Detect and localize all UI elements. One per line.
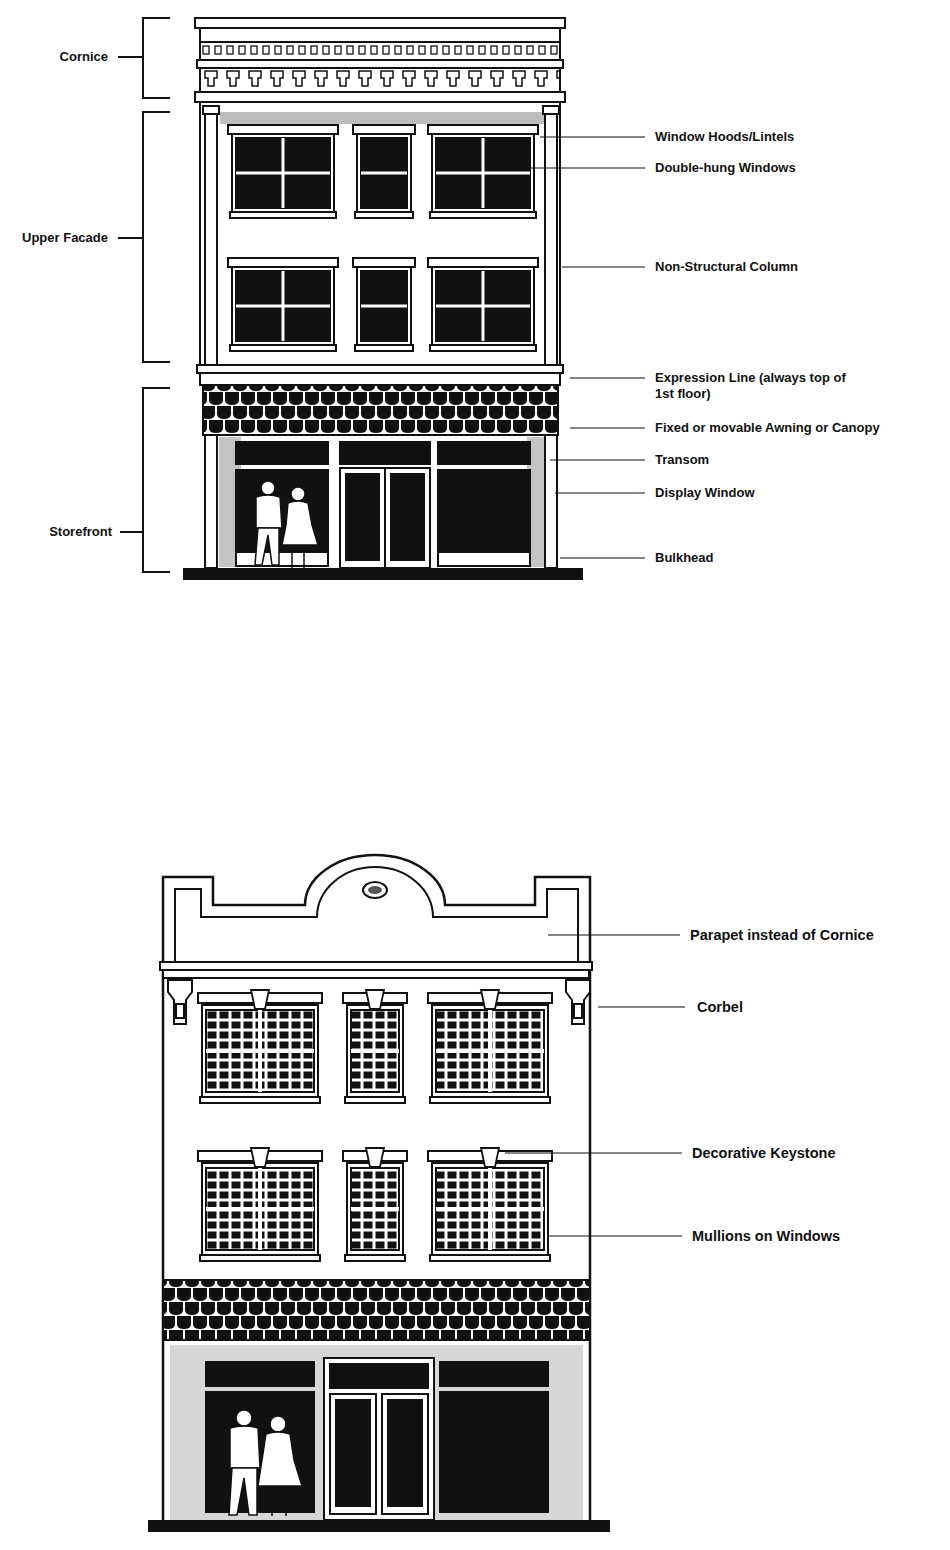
callout-label: Bulkhead <box>655 550 714 566</box>
callout-label: Storefront <box>49 524 112 540</box>
callout-label: Corbel <box>697 998 743 1016</box>
callout-label: Double-hung Windows <box>655 160 796 176</box>
callout-label: Upper Facade <box>22 230 108 246</box>
callout-label: Fixed or movable Awning or Canopy <box>655 420 880 436</box>
callout-label: Window Hoods/Lintels <box>655 129 794 145</box>
callout-label: Parapet instead of Cornice <box>690 926 874 944</box>
callout-label: Display Window <box>655 485 755 501</box>
callout-label: Expression Line (always top of 1st floor… <box>655 370 855 403</box>
callout-label: Cornice <box>60 49 108 65</box>
callout-label: Decorative Keystone <box>692 1144 835 1162</box>
callout-label: Mullions on Windows <box>692 1227 840 1245</box>
callout-label: Transom <box>655 452 709 468</box>
callout-label: Non-Structural Column <box>655 259 798 275</box>
